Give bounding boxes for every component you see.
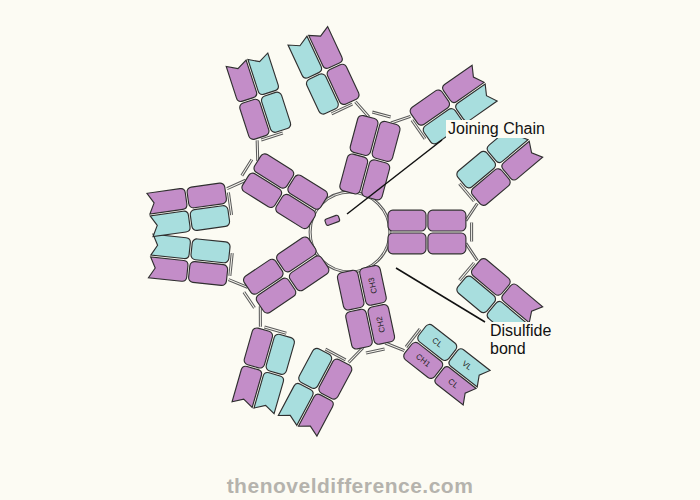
leader-line xyxy=(347,140,442,214)
igm-monomer xyxy=(388,124,543,340)
callout-label: Joining Chain xyxy=(446,120,547,138)
pentamer xyxy=(129,18,542,443)
callout-label: Disulfide bond xyxy=(488,322,578,359)
leader-line xyxy=(396,268,485,322)
watermark: thenoveldifference.com xyxy=(227,474,474,498)
joining-chain xyxy=(324,215,340,226)
